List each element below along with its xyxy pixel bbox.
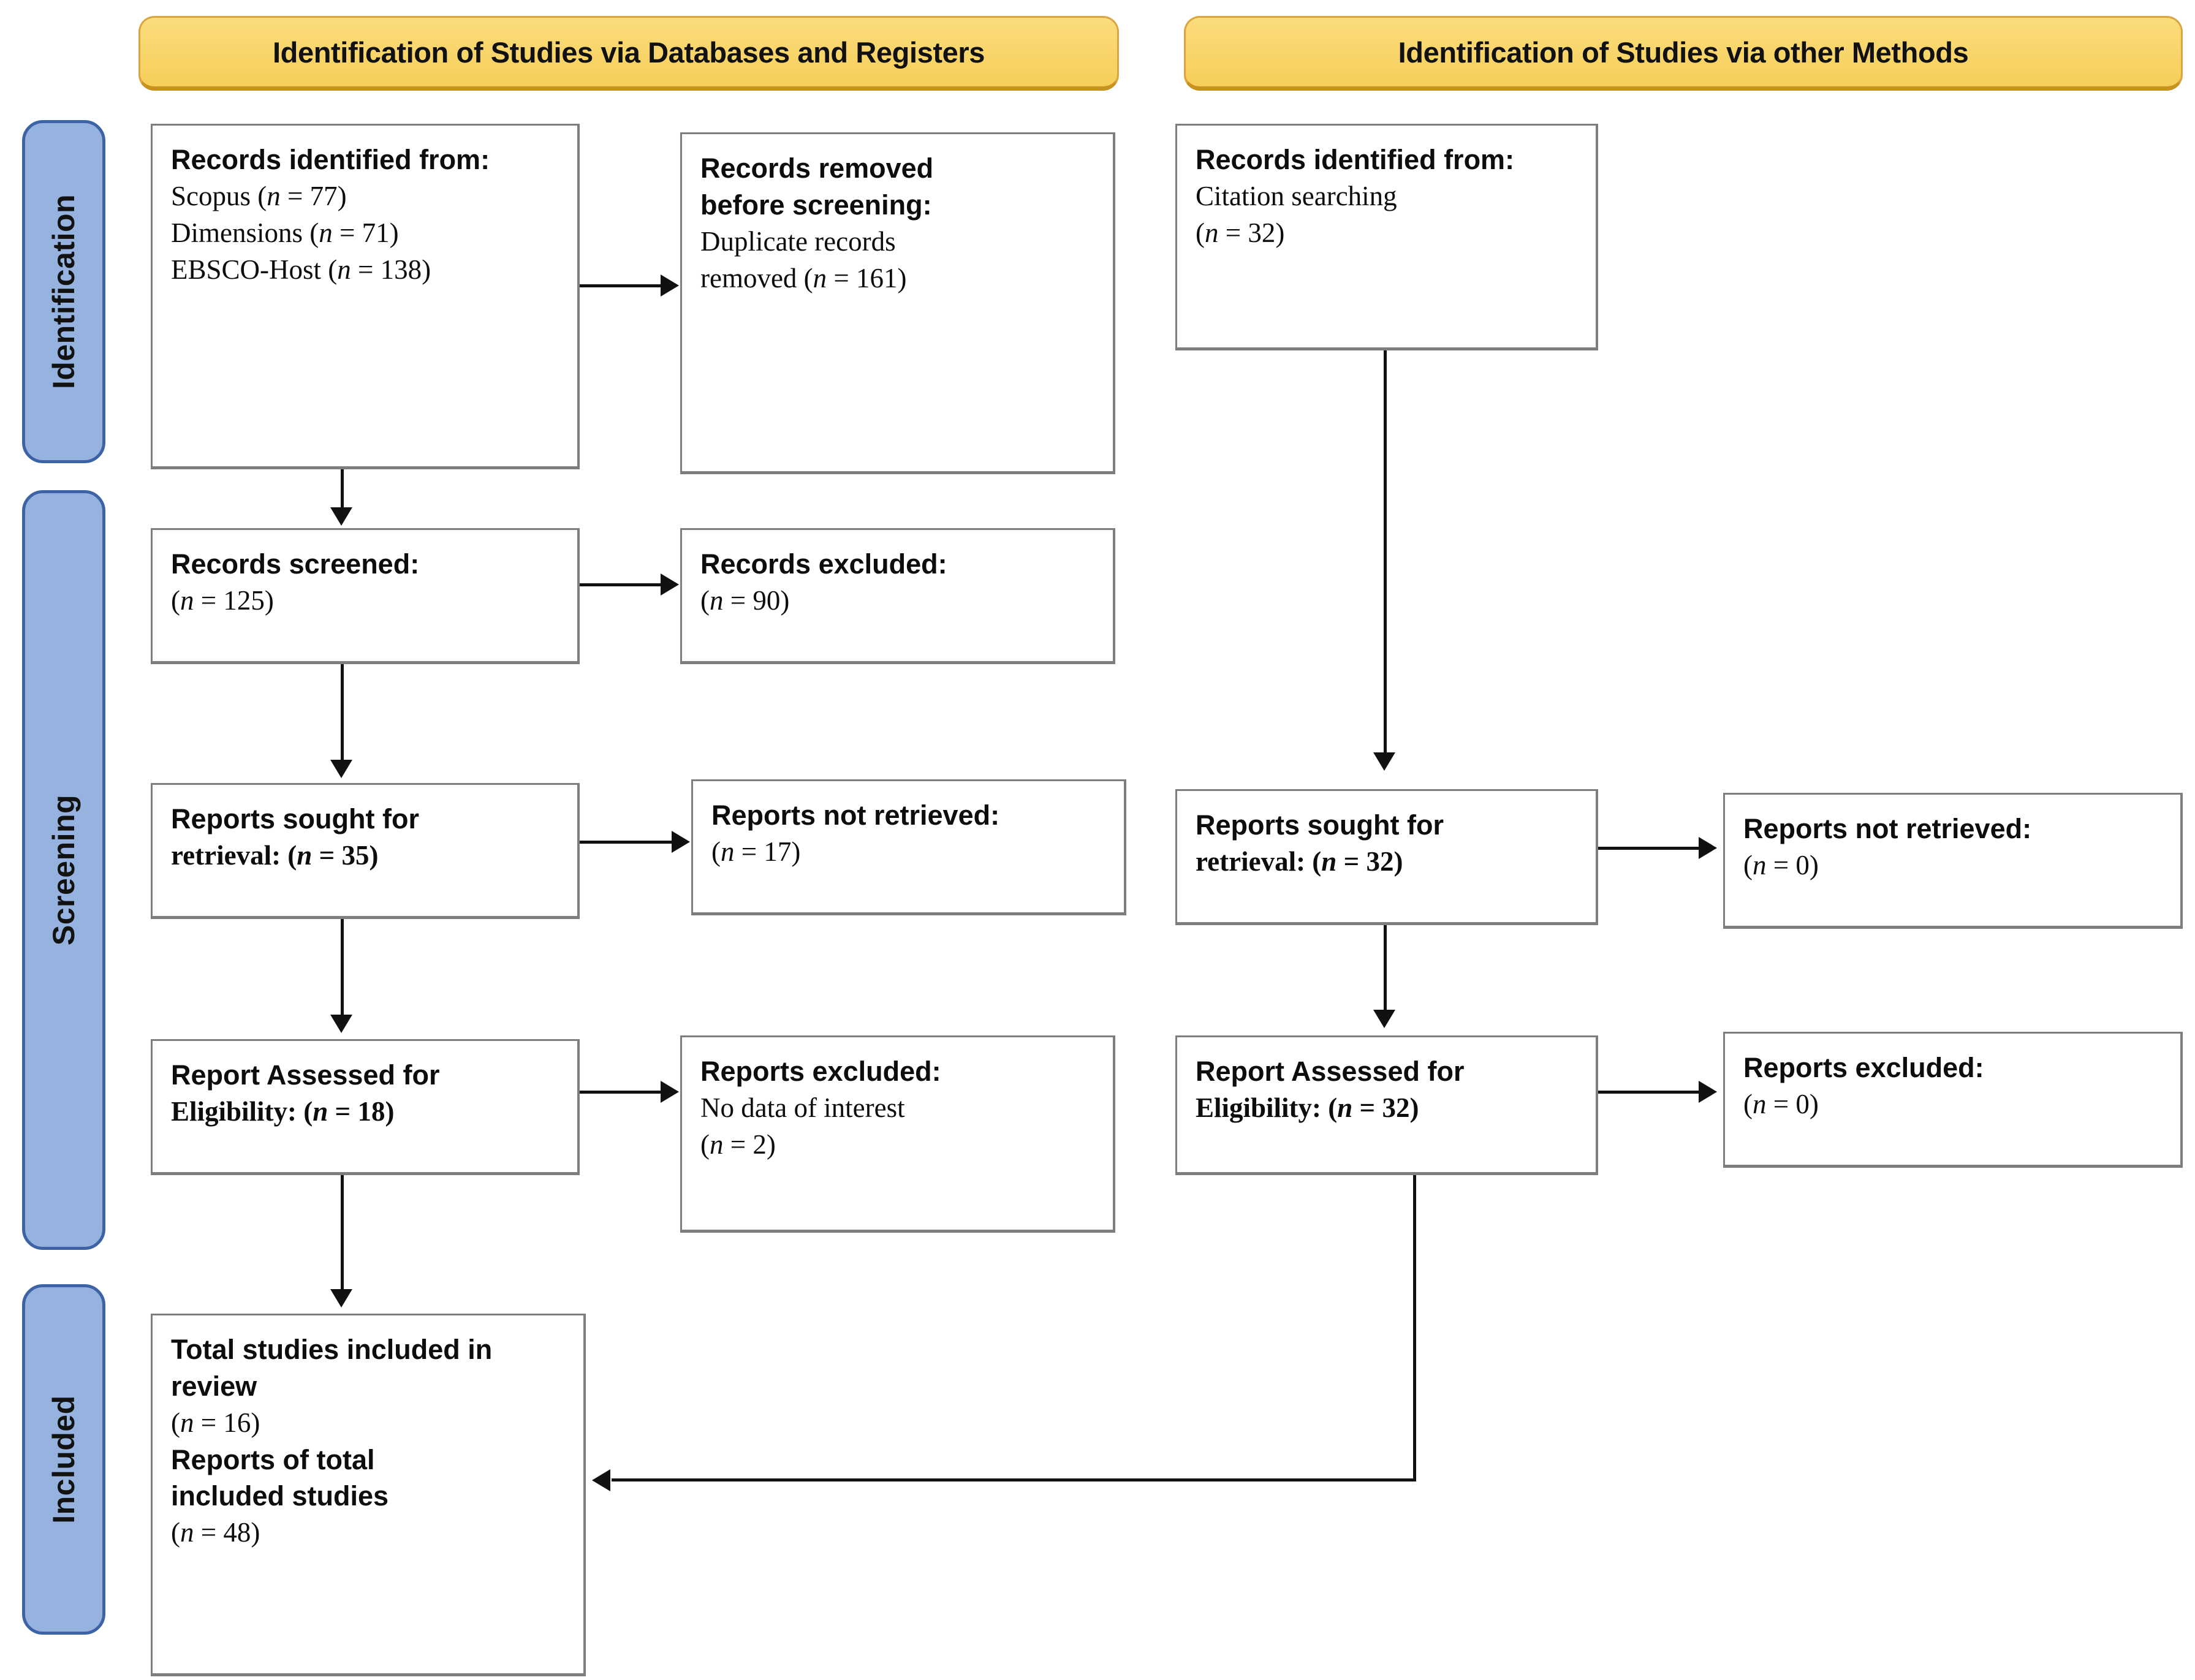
arrowhead-assessed-other-to-excluded-other: [1699, 1081, 1717, 1103]
reports-sought-other-line2: retrieval: (n = 32): [1196, 846, 1403, 877]
connector-assessed-other-to-excluded-other: [1598, 1091, 1701, 1094]
box-records-excluded: Records excluded: (n = 90): [680, 528, 1115, 664]
header-other-methods: Identification of Studies via other Meth…: [1184, 16, 2183, 91]
arrowhead-citation-to-sought-other: [1373, 752, 1395, 771]
records-identified-other-line1: Records identified from:: [1196, 144, 1515, 175]
total-included-line5: included studies: [171, 1480, 389, 1512]
reports-excluded-db-line1: Reports excluded:: [700, 1056, 941, 1087]
total-included-line2: review: [171, 1370, 257, 1402]
header-databases-label: Identification of Studies via Databases …: [273, 36, 985, 69]
box-reports-not-retrieved-databases: Reports not retrieved: (n = 17): [691, 779, 1126, 915]
connector-screened-to-excluded: [580, 583, 663, 586]
header-databases-and-registers: Identification of Studies via Databases …: [138, 16, 1119, 91]
arrowhead-screened-to-excluded: [661, 573, 679, 596]
records-identified-db-line2: Scopus (n = 77): [171, 180, 347, 211]
arrowhead-sought-to-not-retrieved: [672, 831, 690, 853]
box-records-identified-other-methods: Records identified from: Citation search…: [1175, 124, 1598, 350]
box-report-assessed-other-methods: Report Assessed for Eligibility: (n = 32…: [1175, 1035, 1598, 1175]
arrowhead-screened-to-reports-sought: [330, 760, 352, 778]
connector-assessed-to-excluded: [580, 1091, 663, 1094]
total-included-line3: (n = 16): [171, 1407, 260, 1438]
records-screened-line2: (n = 125): [171, 585, 274, 616]
report-assessed-db-line2: Eligibility: (n = 18): [171, 1095, 395, 1127]
connector-assessed-other-to-included-horizontal: [612, 1478, 1416, 1481]
box-reports-excluded-other-methods: Reports excluded: (n = 0): [1723, 1032, 2183, 1168]
reports-sought-db-line1: Reports sought for: [171, 803, 419, 834]
header-other-methods-label: Identification of Studies via other Meth…: [1398, 36, 1969, 69]
total-included-line4: Reports of total: [171, 1444, 375, 1475]
stage-bar-identification-label: Identification: [47, 194, 82, 390]
records-identified-db-line4: EBSCO-Host (n = 138): [171, 254, 431, 285]
reports-not-retrieved-db-line2: (n = 17): [711, 836, 801, 867]
connector-screened-to-reports-sought: [341, 664, 344, 762]
report-assessed-db-line1: Report Assessed for: [171, 1059, 440, 1091]
records-removed-line4: removed (n = 161): [700, 262, 907, 293]
box-reports-excluded-databases: Reports excluded: No data of interest (n…: [680, 1035, 1115, 1233]
box-total-studies-included: Total studies included in review (n = 16…: [151, 1314, 586, 1676]
connector-assessed-to-total-included: [341, 1175, 344, 1292]
connector-sought-other-to-not-retrieved: [1598, 847, 1701, 850]
records-screened-line1: Records screened:: [171, 548, 420, 580]
box-reports-sought-databases: Reports sought for retrieval: (n = 35): [151, 783, 580, 919]
stage-bar-screening-label: Screening: [47, 794, 81, 946]
arrowhead-assessed-to-excluded: [661, 1081, 679, 1103]
box-records-removed-before-screening: Records removed before screening: Duplic…: [680, 132, 1115, 474]
reports-excluded-other-line2: (n = 0): [1743, 1088, 1819, 1119]
records-identified-other-line2: Citation searching: [1196, 180, 1397, 211]
total-included-line6: (n = 48): [171, 1517, 260, 1548]
records-identified-db-line3: Dimensions (n = 71): [171, 217, 399, 248]
reports-not-retrieved-db-line1: Reports not retrieved:: [711, 800, 1000, 831]
report-assessed-other-line2: Eligibility: (n = 32): [1196, 1092, 1419, 1123]
total-included-line1: Total studies included in: [171, 1334, 493, 1365]
box-records-identified-databases: Records identified from: Scopus (n = 77)…: [151, 124, 580, 469]
arrowhead-sought-other-to-assessed-other: [1373, 1010, 1395, 1028]
stage-bar-screening: Screening: [22, 490, 105, 1250]
reports-excluded-db-line2: No data of interest: [700, 1092, 905, 1123]
connector-citation-to-sought-other: [1384, 350, 1387, 755]
stage-bar-included-label: Included: [47, 1395, 82, 1524]
arrowhead-identified-to-screened: [330, 507, 352, 526]
records-removed-line2: before screening:: [700, 189, 932, 221]
connector-sought-other-to-assessed-other: [1384, 925, 1387, 1012]
arrowhead-sought-other-to-not-retrieved: [1699, 837, 1717, 859]
records-excluded-line2: (n = 90): [700, 585, 790, 616]
arrowhead-sought-to-assessed: [330, 1015, 352, 1033]
records-removed-line1: Records removed: [700, 153, 934, 184]
reports-excluded-other-line1: Reports excluded:: [1743, 1052, 1984, 1083]
reports-not-retrieved-other-line2: (n = 0): [1743, 849, 1819, 880]
box-records-screened: Records screened: (n = 125): [151, 528, 580, 664]
connector-identified-to-screened: [341, 469, 344, 510]
records-identified-other-line3: (n = 32): [1196, 217, 1285, 248]
records-removed-line3: Duplicate records: [700, 225, 896, 257]
connector-assessed-other-to-included-vertical: [1413, 1175, 1416, 1481]
records-excluded-line1: Records excluded:: [700, 548, 947, 580]
connector-sought-to-assessed: [341, 919, 344, 1017]
arrowhead-assessed-other-to-included: [592, 1469, 610, 1491]
connector-sought-to-not-retrieved: [580, 841, 674, 844]
arrowhead-assessed-to-total-included: [330, 1289, 352, 1307]
report-assessed-other-line1: Report Assessed for: [1196, 1056, 1465, 1087]
reports-excluded-db-line3: (n = 2): [700, 1129, 776, 1160]
connector-identified-to-removed: [580, 284, 663, 287]
reports-sought-other-line1: Reports sought for: [1196, 809, 1444, 841]
reports-not-retrieved-other-line1: Reports not retrieved:: [1743, 813, 2032, 844]
box-reports-not-retrieved-other-methods: Reports not retrieved: (n = 0): [1723, 793, 2183, 929]
stage-bar-identification: Identification: [22, 120, 105, 463]
box-reports-sought-other-methods: Reports sought for retrieval: (n = 32): [1175, 789, 1598, 925]
records-identified-db-line1: Records identified from:: [171, 144, 490, 175]
reports-sought-db-line2: retrieval: (n = 35): [171, 839, 379, 871]
arrowhead-identified-to-removed: [661, 274, 679, 297]
box-report-assessed-databases: Report Assessed for Eligibility: (n = 18…: [151, 1039, 580, 1175]
stage-bar-included: Included: [22, 1284, 105, 1635]
